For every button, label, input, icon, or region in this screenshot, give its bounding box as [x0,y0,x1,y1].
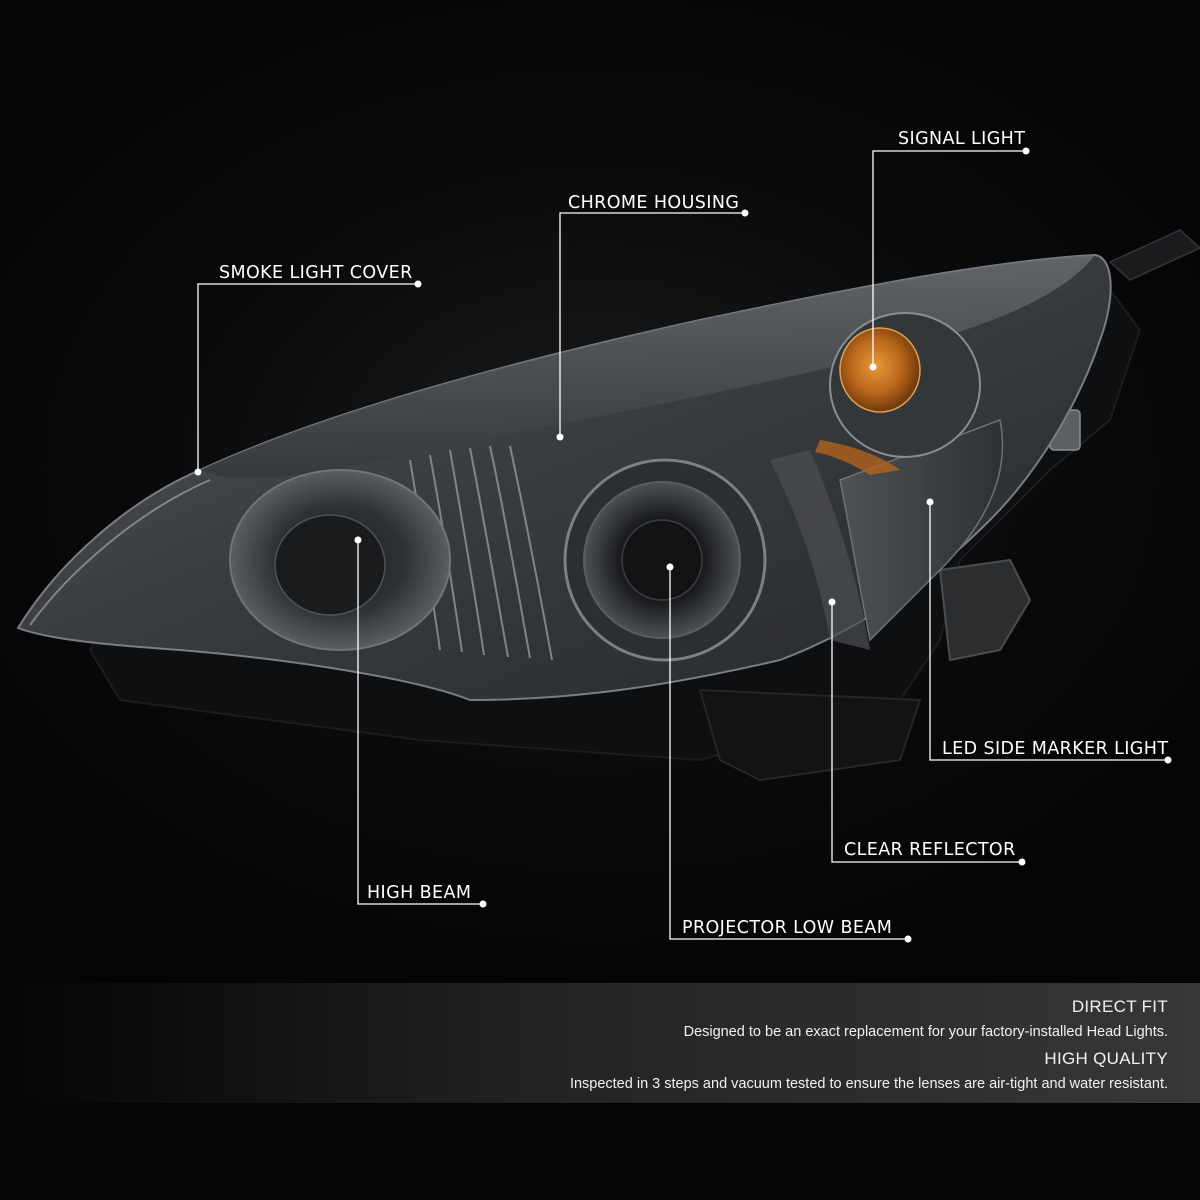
callout-line-chrome-housing [559,212,745,437]
signal-light-amber [839,327,921,413]
top-tab [1108,229,1200,281]
callout-line-clear-reflector [831,602,1022,863]
callout-line-led-marker [929,502,1168,761]
label-projector-low-beam: PROJECTOR LOW BEAM [682,918,893,938]
label-led-side-marker-light: LED SIDE MARKER LIGHT [942,739,1169,759]
feature-title: HIGH QUALITY [1044,1049,1168,1068]
callout-line-signal-light [872,150,1026,367]
callout-lines [197,150,1168,940]
side-marker-panel [839,418,1004,642]
feature-title: DIRECT FIT [1071,997,1168,1016]
feature-description: Inspected in 3 steps and vacuum tested t… [569,1076,1168,1092]
amber-reflection [815,440,900,475]
wire-connector [938,558,1032,662]
label-signal-light: SIGNAL LIGHT [898,129,1026,149]
lens-edge-highlight [29,479,211,626]
lens-upper-band [200,255,1095,479]
callout-line-smoke-cover [197,283,418,472]
label-clear-reflector: CLEAR REFLECTOR [844,840,1016,860]
callout-line-high-beam [357,540,483,905]
label-smoke-light-cover: SMOKE LIGHT COVER [219,263,413,283]
feature-direct-fit: DIRECT FIT Designed to be an exact repla… [684,997,1168,1041]
clear-reflector-panel [770,450,870,650]
feature-info-panel: DIRECT FIT Designed to be an exact repla… [0,983,1200,1103]
label-chrome-housing: CHROME HOUSING [568,193,740,213]
feature-description: Designed to be an exact replacement for … [683,1024,1168,1040]
projector-lens-core [621,519,703,601]
mounting-bracket [698,688,922,782]
callout-dots [194,147,1172,943]
label-high-beam: HIGH BEAM [367,883,472,903]
high-beam-bulb-area [274,514,386,616]
feature-high-quality: HIGH QUALITY Inspected in 3 steps and va… [570,1049,1168,1093]
callout-line-projector [669,567,908,940]
